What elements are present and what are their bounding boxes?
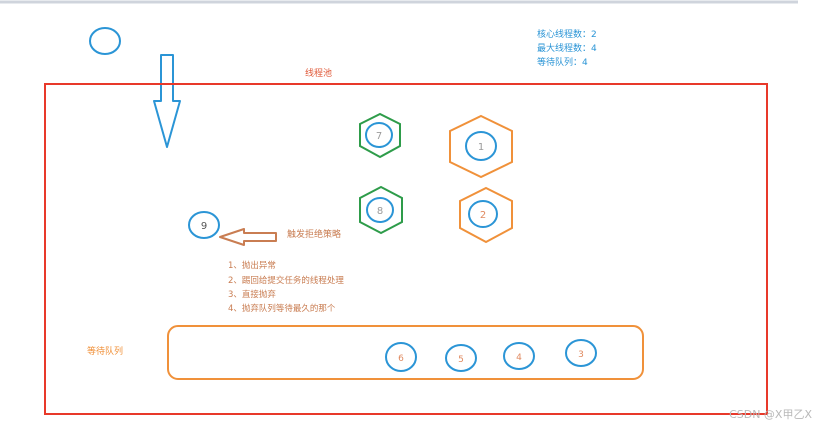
policy-2: 2、踢回给提交任务的线程处理 [228,275,344,286]
task-circle-8 [366,197,394,223]
queue-task-label-5: 5 [458,355,464,365]
core-thread-1 [449,114,513,179]
task-label-1: 1 [478,142,484,153]
queue-label: 等待队列 [87,345,123,357]
policy-1: 1、抛出异常 [228,260,276,271]
task-circle-7 [365,122,393,148]
task-circle-2 [468,200,498,228]
incoming-task-circle [89,27,121,55]
policy-4: 4、抛弃队列等待最久的那个 [228,303,336,314]
max-threads-text: 最大线程数：4 [537,42,597,54]
task-circle-1 [465,131,497,161]
watermark: CSDN @X甲乙X [729,408,812,421]
task-label-8: 8 [377,206,383,217]
waiting-queue-box [167,325,644,380]
submit-arrow-icon [153,54,181,148]
rejected-task-label: 9 [201,221,207,232]
task-label-7: 7 [376,131,382,142]
reject-arrow-icon [219,228,277,246]
rejection-label: 触发拒绝策略 [287,228,341,240]
queue-task-circle-5 [445,344,477,372]
task-label-2: 2 [480,210,486,221]
policy-3: 3、直接抛弃 [228,289,276,300]
queue-task-circle-4 [503,342,535,370]
core-threads-text: 核心线程数：2 [537,28,597,40]
thread-pool-frame [44,83,768,415]
queue-task-label-3: 3 [578,350,584,360]
queue-size-text: 等待队列：4 [537,56,588,68]
core-thread-2 [459,186,513,244]
queue-task-label-4: 4 [516,353,522,363]
rejected-task-circle [188,211,220,239]
queue-task-circle-6 [385,342,417,372]
queue-task-circle-3 [565,339,597,367]
extra-thread-7 [359,112,401,159]
pool-title: 线程池 [305,67,332,79]
queue-task-label-6: 6 [398,354,404,364]
extra-thread-8 [359,185,403,235]
